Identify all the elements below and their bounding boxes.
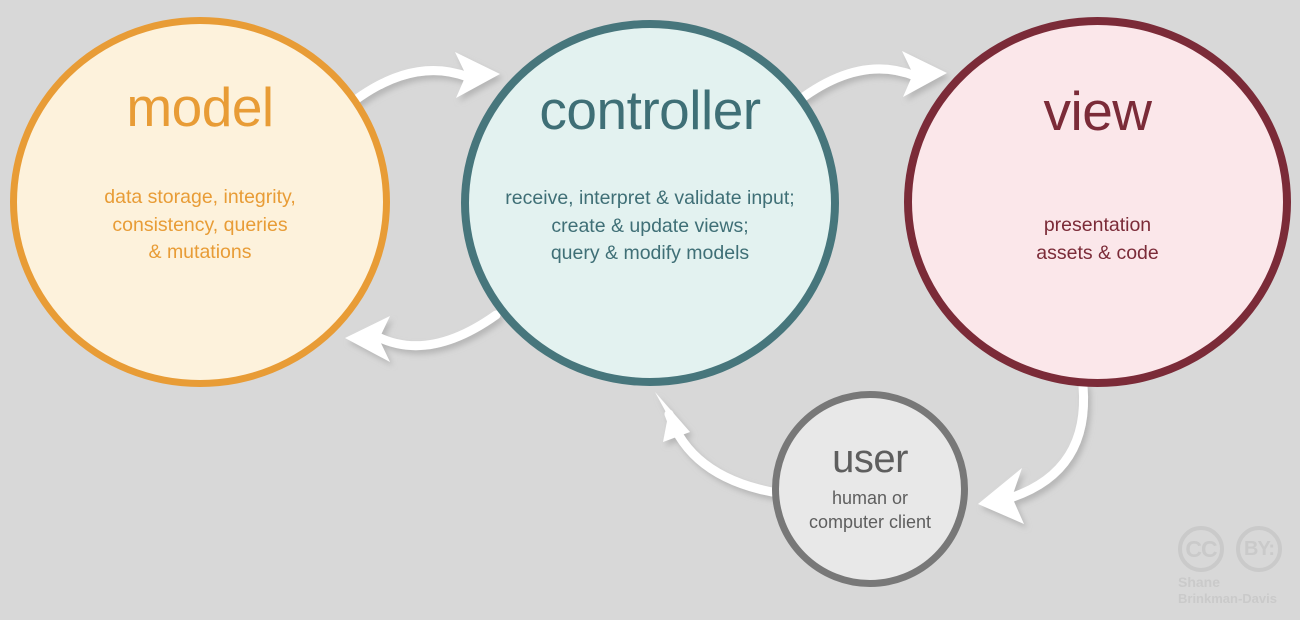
arrow-user-to-controller [655, 392, 777, 497]
node-model-description: data storage, integrity, consistency, qu… [104, 186, 296, 264]
arrow-controller-to-model [345, 310, 501, 362]
license-author-last: Brinkman-Davis [1178, 590, 1277, 606]
node-user-description: human or computer client [808, 488, 932, 533]
node-model[interactable]: model data storage, integrity, consisten… [10, 17, 390, 387]
node-view-title: view [1043, 80, 1152, 142]
arrow-model-to-controller [340, 52, 500, 113]
node-model-title: model [126, 76, 274, 138]
node-view[interactable]: view presentation assets & code [904, 17, 1291, 387]
license-author-first: Shane [1178, 574, 1221, 590]
node-controller[interactable]: controller receive, interpret & validate… [461, 20, 839, 386]
node-controller-title: controller [539, 79, 761, 141]
license-badge: CC BY: Shane Brinkman-Davis [1178, 526, 1290, 608]
node-controller-description: receive, interpret & validate input; cre… [505, 187, 795, 265]
license-author: Shane Brinkman-Davis [1178, 574, 1290, 606]
node-user-title: user [832, 437, 908, 481]
node-view-description: presentation assets & code [1036, 214, 1159, 264]
arrow-controller-to-view [788, 51, 947, 110]
attribution-by-icon: BY: [1236, 526, 1282, 572]
node-user[interactable]: user human or computer client [772, 391, 968, 587]
arrow-view-to-user [978, 381, 1089, 524]
creative-commons-icon: CC [1178, 526, 1224, 572]
